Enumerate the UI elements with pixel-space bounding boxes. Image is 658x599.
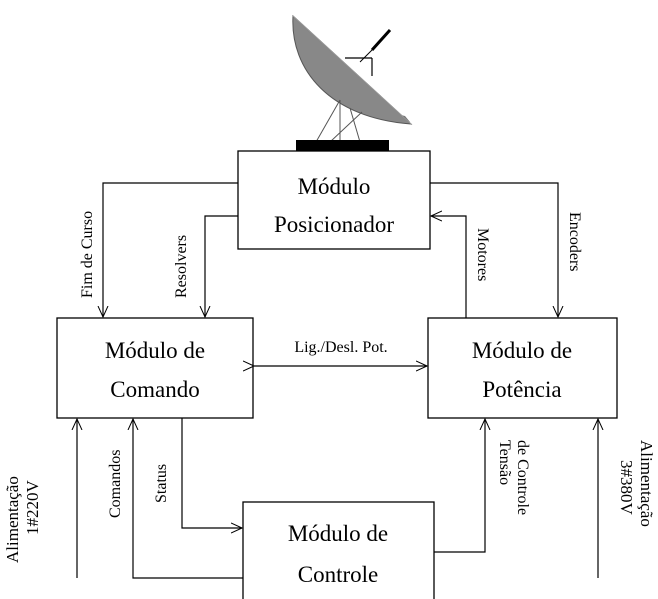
resolvers-label: Resolvers [173, 235, 190, 298]
modulo-comando-box [56, 317, 254, 419]
encoders-arrow [430, 182, 558, 317]
modulo-posicionador-line1: Módulo [298, 174, 371, 199]
motores-arrow [431, 216, 467, 318]
modulo-controle-line2: Controle [298, 562, 379, 587]
encoders-label: Encoders [566, 212, 583, 272]
alimentacao-380-line2: 3#380V [617, 460, 636, 516]
satellite-dish-icon [292, 14, 413, 151]
modulo-potencia-line1: Módulo de [472, 338, 572, 363]
status-label: Status [153, 464, 170, 503]
modulo-posicionador-box [237, 150, 431, 250]
modulo-potencia-box [427, 317, 618, 419]
comandos-arrow [133, 419, 243, 579]
tensao-label-line1: Tensão [496, 440, 513, 485]
tensao-controle-arrow [434, 419, 485, 553]
fim-de-curso-label: Fim de Curso [79, 211, 96, 298]
alimentacao-220-line1: Alimentação [3, 476, 22, 563]
modulo-potencia-line2: Potência [482, 377, 561, 402]
modulo-comando-line2: Comando [110, 377, 199, 402]
lig-desl-label: Lig./Desl. Pot. [294, 339, 387, 356]
resolvers-arrow [205, 215, 238, 317]
alimentacao-220-line2: 1#220V [23, 480, 42, 536]
alimentacao-380-line1: Alimentação [637, 440, 656, 527]
comandos-label: Comandos [107, 450, 124, 518]
modulo-posicionador-line2: Posicionador [274, 212, 394, 237]
modulo-controle-line1: Módulo de [288, 521, 388, 546]
fim-de-curso-arrow [103, 182, 238, 317]
motores-label: Motores [474, 228, 491, 281]
tensao-label-line2: de Controle [514, 440, 531, 515]
status-arrow [181, 418, 242, 528]
modulo-comando-line1: Módulo de [105, 338, 205, 363]
